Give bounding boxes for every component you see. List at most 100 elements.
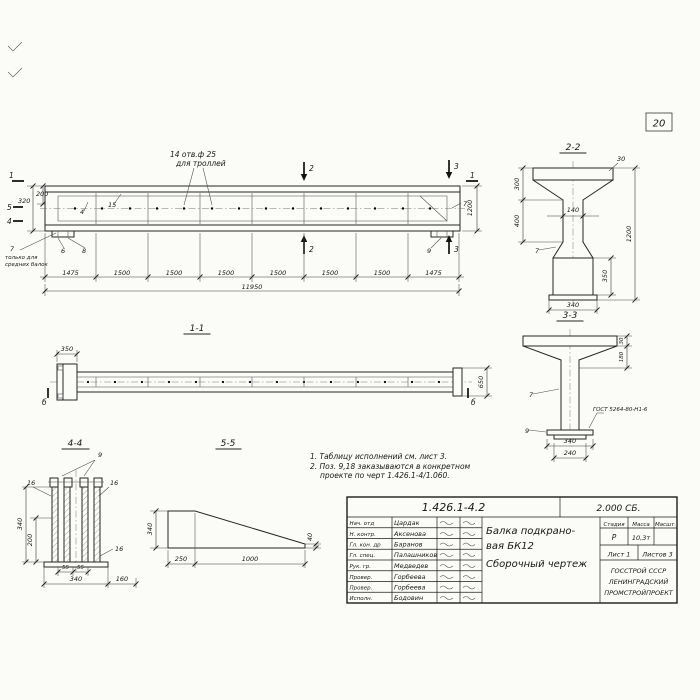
dim-320: 320 [18, 197, 30, 205]
pos-9-sec33: 9 [525, 427, 529, 435]
holes-callout-line1: 14 отв.ф 25 [170, 150, 216, 159]
page-number-box: 20 [645, 112, 673, 132]
section-1-1-dimensions: 350 650 б б [42, 345, 492, 407]
staff-name: Горбеева [394, 573, 426, 581]
dim-30-sec33: 30 [619, 337, 625, 344]
dim-340: 340 [567, 301, 579, 309]
section-3-3-bottom-plate [546, 429, 594, 436]
cut-label-2-top: 2 [309, 164, 314, 173]
section-5-5-view: 5-5 340 40 250 1000 [146, 439, 321, 568]
tapered-plate [167, 510, 306, 549]
section-5-5-dimensions: 340 40 250 1000 [146, 508, 321, 568]
bolt [93, 477, 103, 488]
plan-holes [86, 380, 441, 384]
dim-200: 200 [36, 190, 48, 198]
section-1-1-view: 1-1 350 650 б б [42, 324, 492, 407]
left-note-line1: только для [5, 255, 38, 261]
main-dimensions: 1475 1500 1500 1500 1500 1500 1500 1475 … [18, 183, 482, 296]
dim-140: 140 [567, 206, 579, 214]
note-line1: 1. Таблицу исполнений см. лист 3. [310, 452, 447, 461]
dim-seg-3: 1500 [166, 269, 183, 277]
doc-number: 1.426.1-4.2 [422, 501, 485, 514]
dim-650: 650 [477, 376, 485, 388]
drawing-title-line3: Сборочный чертеж [486, 558, 587, 570]
section-2-2-dimensions: 300 400 140 1200 350 340 30 7 [513, 155, 640, 314]
position-callouts: 14 отв.ф 25 для троллей 15 4 7 6 8 9 [57, 150, 468, 255]
dim-340-bottom: 340 [70, 575, 82, 583]
dim-240: 240 [564, 449, 576, 457]
staff-role: Рук. гр. [350, 564, 372, 570]
dim-seg-7: 1500 [374, 269, 391, 277]
signature-marks [439, 521, 476, 600]
staff-role: Гл. кон. др [350, 543, 382, 549]
section-4-4-title: 4-4 [68, 439, 83, 449]
left-note: 7 только для средних балок [5, 232, 57, 268]
staff-role: Провер. [350, 586, 373, 592]
bolt [79, 477, 89, 488]
cut-label-4: 4 [7, 217, 12, 226]
pos-9-sec44: 9 [98, 451, 102, 459]
cut-label-1-left: 1 [9, 171, 14, 180]
page-number-frame [645, 112, 673, 132]
dim-340-sec55: 340 [146, 523, 154, 535]
plan-right-end-block [452, 367, 463, 397]
dim-seg-2: 1500 [114, 269, 131, 277]
pos-label-8: 8 [82, 247, 86, 255]
dim-seg-8: 1475 [425, 269, 442, 277]
title-block: 1.426.1-4.2 2.000 СБ. Нач. отд Цардак Н.… [346, 496, 678, 604]
staff-name: Горбеева [394, 584, 426, 592]
dim-1000: 1000 [242, 555, 259, 563]
holes-callout-line2: для троллей [175, 159, 226, 168]
pos-7-sec33: 7 [529, 391, 534, 399]
margin-marks [7, 41, 23, 78]
doc-code: 2.000 СБ. [597, 504, 641, 514]
section-4-4-dimensions: 200 340 55 55 340 160 [16, 484, 139, 588]
dim-350: 350 [601, 270, 609, 282]
pos-7-sec22: 7 [535, 247, 540, 255]
staff-name: Палашников [394, 551, 437, 559]
dim-30: 30 [617, 155, 625, 163]
cut-label-1-right: 1 [470, 171, 475, 180]
stiffener-plate [63, 486, 71, 563]
marker-b-left: б [42, 398, 47, 407]
stiffener-plate [51, 486, 59, 563]
dim-55-a: 55 [62, 565, 69, 571]
section-3-3-support-strip [553, 434, 587, 440]
section-3-3-title: 3-3 [563, 311, 578, 321]
dim-340-left: 340 [16, 518, 24, 530]
dim-350-sec11: 350 [61, 345, 73, 353]
dim-height-1200: 1200 [466, 200, 474, 217]
section-2-2-title: 2-2 [566, 143, 581, 153]
beam-body [40, 185, 465, 238]
dim-400: 400 [513, 215, 521, 227]
mass-value: 10,3т [632, 534, 650, 542]
section-3-3-dimensions: 30 180 7 9 ГОСТ 5264-80-Н1-6 340 240 [525, 333, 648, 462]
pos-label-4: 4 [80, 208, 84, 216]
sheet-value: Лист 1 [607, 551, 631, 559]
staff-role: Исполн. [350, 596, 373, 602]
section-2-2-bottom-plate [548, 294, 598, 301]
section-2-2-view: 2-2 300 400 140 1200 350 340 30 7 [513, 143, 640, 314]
section-2-2-top-flange [532, 167, 614, 181]
sheets-value: Листов 3 [641, 551, 672, 559]
stage-label: Стадия [603, 522, 625, 528]
cut-label-2-bottom: 2 [309, 245, 314, 254]
page-number: 20 [653, 119, 666, 130]
staff-role: Н. контр. [350, 532, 377, 538]
pos-label-15: 15 [108, 201, 116, 209]
left-note-line2: средних балок [5, 262, 49, 268]
staff-name: Аксенова [393, 530, 426, 538]
section-5-5-title: 5-5 [221, 439, 236, 449]
staff-name: Цардак [394, 519, 420, 527]
section-3-3-top-flange [522, 335, 618, 347]
staff-role: Провер. [350, 575, 373, 581]
trolley-holes [73, 207, 432, 210]
marker-b-right: б [471, 398, 476, 407]
staff-role: Нач. отд [350, 521, 375, 527]
right-bearing-plate [430, 230, 454, 238]
drawing-title-line1: Балка подкрано- [486, 526, 575, 537]
staff-name: Медведев [394, 562, 428, 570]
pos-16-left: 16 [27, 479, 35, 487]
main-elevation-view: 2 2 3 3 1 1 5 4 14 отв.ф 25 для троллей … [5, 150, 482, 296]
